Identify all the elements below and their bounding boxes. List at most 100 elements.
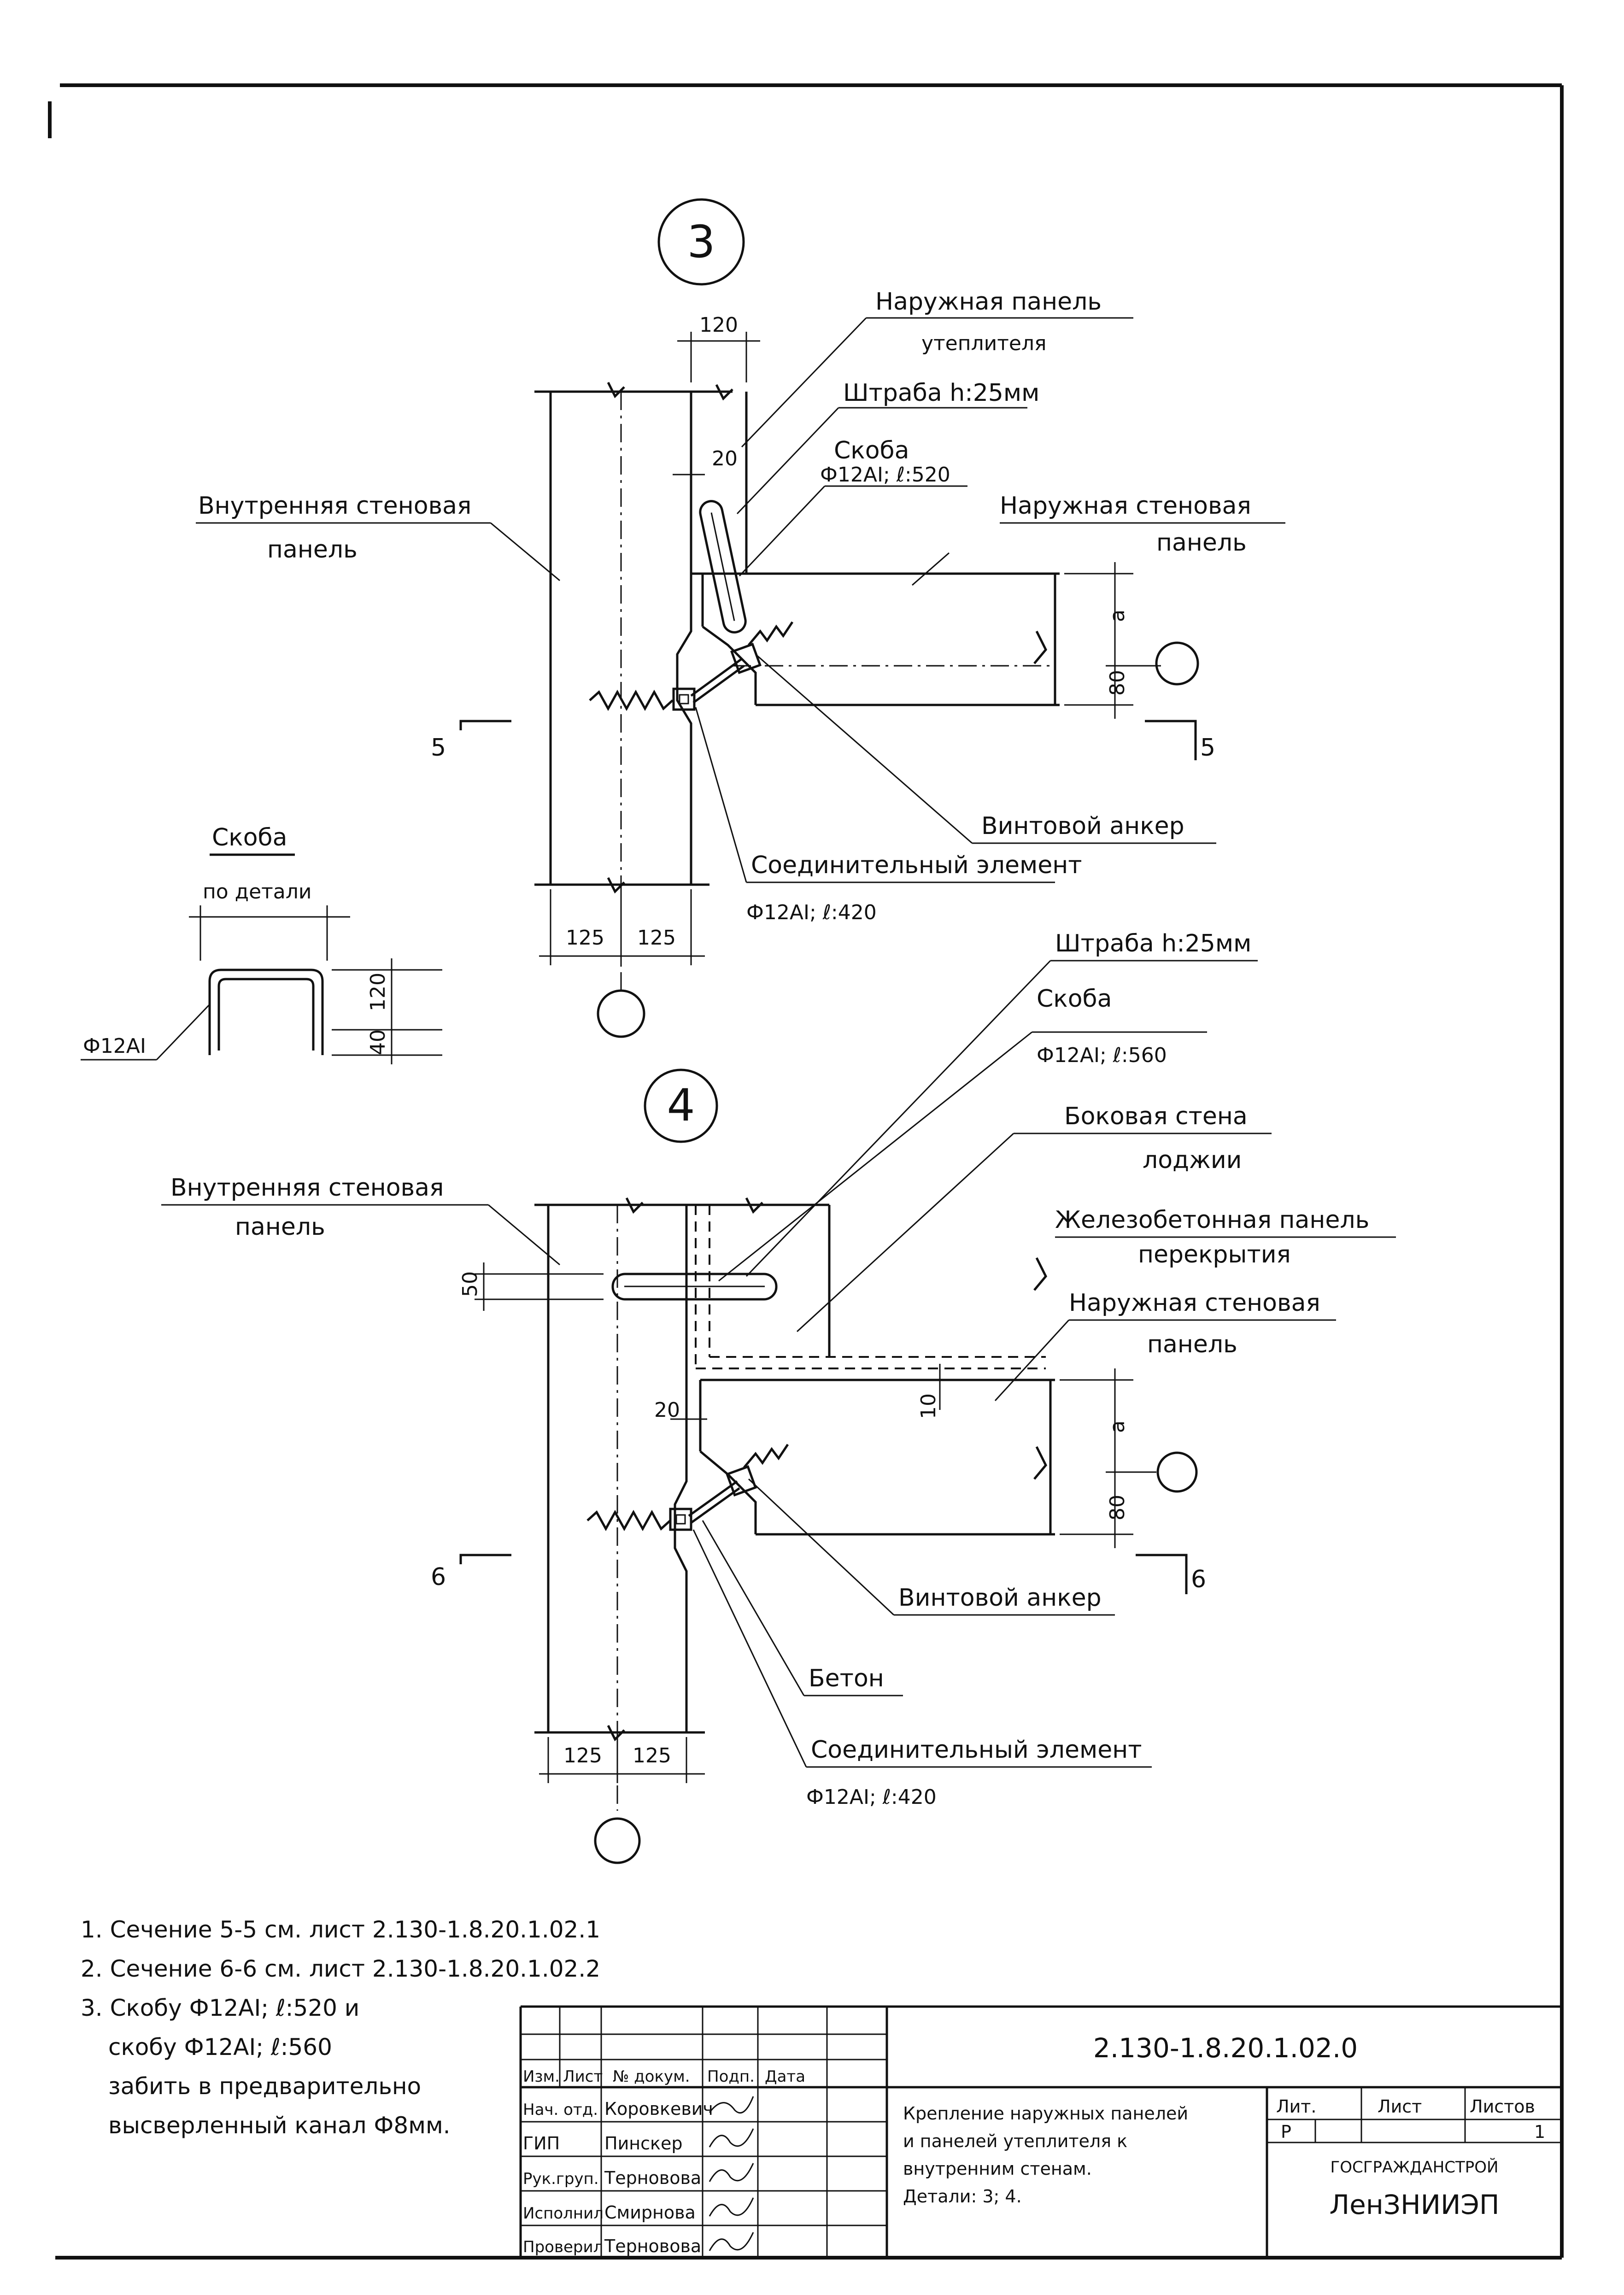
tb-role-check: Проверил <box>523 2238 603 2256</box>
detail-3-section-marks: 5 5 <box>431 720 1215 762</box>
detail-4-marker <box>644 1068 718 1143</box>
svg-text:Ф12АI; ℓ:560: Ф12АI; ℓ:560 <box>1037 1044 1167 1067</box>
note-3-line-2: скобу Ф12АI; ℓ:560 <box>108 2034 332 2060</box>
label-loggia-side-wall: Боковая стена <box>1064 1103 1248 1130</box>
detail-4-dimensions: 50 20 10 a 80 125 125 <box>458 1262 1156 1864</box>
detail-3-dim-80: 80 <box>1106 670 1129 696</box>
detail-3-number: 3 <box>687 216 715 268</box>
tb-lit-header: Лит. <box>1276 2096 1317 2117</box>
detail-4-screw-anchor <box>586 1444 789 1532</box>
detail-4-inner-wall <box>534 1197 829 1811</box>
section-5-left: 5 <box>431 734 446 762</box>
bracket-dim-120: 120 <box>366 973 390 1011</box>
detail-3-screw-anchor <box>589 621 794 711</box>
label-outer-insulation-panel: Наружная панель <box>875 288 1102 316</box>
detail-4: 4 <box>161 930 1396 1864</box>
label-4-connector: Соединительный элемент <box>811 1736 1142 1764</box>
label-bracket: Скоба <box>834 437 909 464</box>
detail-3-bottom-axis-marker <box>597 989 645 1038</box>
detail-3-dim-125b: 125 <box>637 926 676 950</box>
detail-4-number: 4 <box>667 1080 695 1131</box>
detail-3-dim-120: 120 <box>699 313 738 337</box>
note-3-line-4: высверленный канал Ф8мм. <box>108 2112 451 2139</box>
bracket-detail-title: Скоба <box>212 824 287 851</box>
note-1: 1. Сечение 5-5 см. лист 2.130-1.8.20.1.0… <box>81 1916 600 1943</box>
note-2: 2. Сечение 6-6 см. лист 2.130-1.8.20.1.0… <box>81 1955 600 1982</box>
tb-header-rev: Изм. <box>523 2067 560 2086</box>
label-outer-wall-panel: Наружная стеновая <box>1000 492 1251 520</box>
label-concrete: Бетон <box>809 1665 884 1692</box>
label-inner-wall-panel: Внутренняя стеновая <box>198 492 471 520</box>
tb-lit-value: Р <box>1281 2122 1291 2142</box>
label-screw-anchor: Винтовой анкер <box>981 812 1184 840</box>
svg-text:перекрытия: перекрытия <box>1138 1241 1291 1268</box>
tb-sheets-value: 1 <box>1534 2122 1545 2142</box>
detail-4-dim-50: 50 <box>458 1271 482 1297</box>
tb-name-gip: Пинскер <box>604 2133 682 2154</box>
tb-signatures <box>709 2096 754 2251</box>
tb-name-head: Коровкевич <box>604 2099 713 2119</box>
detail-3-dim-a: a <box>1106 610 1129 622</box>
detail-4-side-wall <box>695 1205 1046 1369</box>
tb-header-doc: № докум. <box>613 2067 690 2086</box>
detail-4-bottom-axis-marker <box>594 1817 641 1864</box>
tb-header-sheet: Лист <box>563 2067 603 2086</box>
label-concrete-slab: Железобетонная панель <box>1055 1206 1369 1234</box>
note-3-line-3: забить в предварительно <box>108 2073 421 2100</box>
detail-4-dim-80: 80 <box>1106 1495 1129 1520</box>
svg-text:панель: панель <box>267 536 358 563</box>
section-5-right: 5 <box>1200 734 1215 762</box>
label-4-bracket: Скоба <box>1037 985 1112 1013</box>
bracket-detail-ref: по детали <box>203 880 311 904</box>
detail-4-dim-125b: 125 <box>633 1744 671 1767</box>
detail-3-marker <box>657 198 745 286</box>
bracket-detail: Скоба по детали 120 40 Ф12АI <box>81 824 442 1064</box>
detail-4-bracket <box>611 1273 778 1301</box>
bracket-dim-40: 40 <box>366 1029 390 1055</box>
label-4-screw-anchor: Винтовой анкер <box>898 1584 1102 1612</box>
tb-sheet-header: Лист <box>1378 2096 1422 2117</box>
detail-3-bracket <box>699 500 747 634</box>
tb-title-line-1: Крепление наружных панелей <box>903 2103 1188 2124</box>
detail-3: 3 <box>196 198 1285 1038</box>
detail-3-dim-20: 20 <box>712 447 738 470</box>
svg-text:панель: панель <box>1147 1331 1237 1358</box>
note-3: 3. Скобу Ф12АI; ℓ:520 и <box>81 1995 359 2021</box>
label-4-inner-wall-panel: Внутренняя стеновая <box>170 1174 444 1202</box>
tb-role-exec: Исполнил <box>523 2204 604 2223</box>
tb-title-line-2: и панелей утеплителя к <box>903 2131 1127 2151</box>
label-4-outer-wall-panel: Наружная стеновая <box>1069 1289 1320 1317</box>
detail-4-dim-20: 20 <box>654 1398 680 1422</box>
detail-3-outer-wall <box>701 572 1199 706</box>
detail-4-axis-marker <box>1156 1451 1198 1493</box>
title-block: Изм. Лист № докум. Подп. Дата Нач. отд. … <box>519 2005 1562 2258</box>
svg-text:лоджии: лоджии <box>1143 1146 1242 1174</box>
tb-org-2: ЛенЗНИИЭП <box>1330 2189 1500 2220</box>
tb-sheets-header: Листов <box>1470 2096 1535 2117</box>
tb-header-sign: Подп. <box>707 2067 755 2086</box>
detail-4-outer-wall <box>699 1257 1198 1536</box>
bracket-rod-label: Ф12АI <box>83 1034 146 1058</box>
detail-4-section-marks: 6 6 <box>431 1554 1206 1594</box>
tb-header-date: Дата <box>765 2067 805 2086</box>
detail-3-labels: Наружная панель утеплителя Штраба h:25мм… <box>196 288 1285 924</box>
label-groove: Штраба h:25мм <box>843 379 1039 407</box>
svg-text:панель: панель <box>1156 529 1247 557</box>
svg-text:Ф12АI; ℓ:420: Ф12АI; ℓ:420 <box>746 901 877 924</box>
detail-3-dimensions: 120 20 a 80 125 125 <box>539 313 1161 1038</box>
detail-4-dim-125a: 125 <box>563 1744 602 1767</box>
label-connector: Соединительный элемент <box>751 851 1082 879</box>
section-6-right: 6 <box>1191 1566 1206 1593</box>
tb-document-code: 2.130-1.8.20.1.02.0 <box>1093 2032 1358 2064</box>
tb-role-group: Рук.груп. <box>523 2170 599 2188</box>
tb-name-exec: Смирнова <box>604 2202 696 2223</box>
tb-title-line-4: Детали: 3; 4. <box>903 2186 1022 2207</box>
svg-text:Ф12АI; ℓ:420: Ф12АI; ℓ:420 <box>806 1785 937 1809</box>
detail-3-axis-marker <box>1155 641 1199 686</box>
tb-title-line-3: внутренним стенам. <box>903 2159 1092 2179</box>
tb-name-check: Терновова <box>604 2236 701 2256</box>
detail-4-dim-a: a <box>1106 1420 1129 1433</box>
tb-name-group: Терновова <box>604 2168 701 2188</box>
